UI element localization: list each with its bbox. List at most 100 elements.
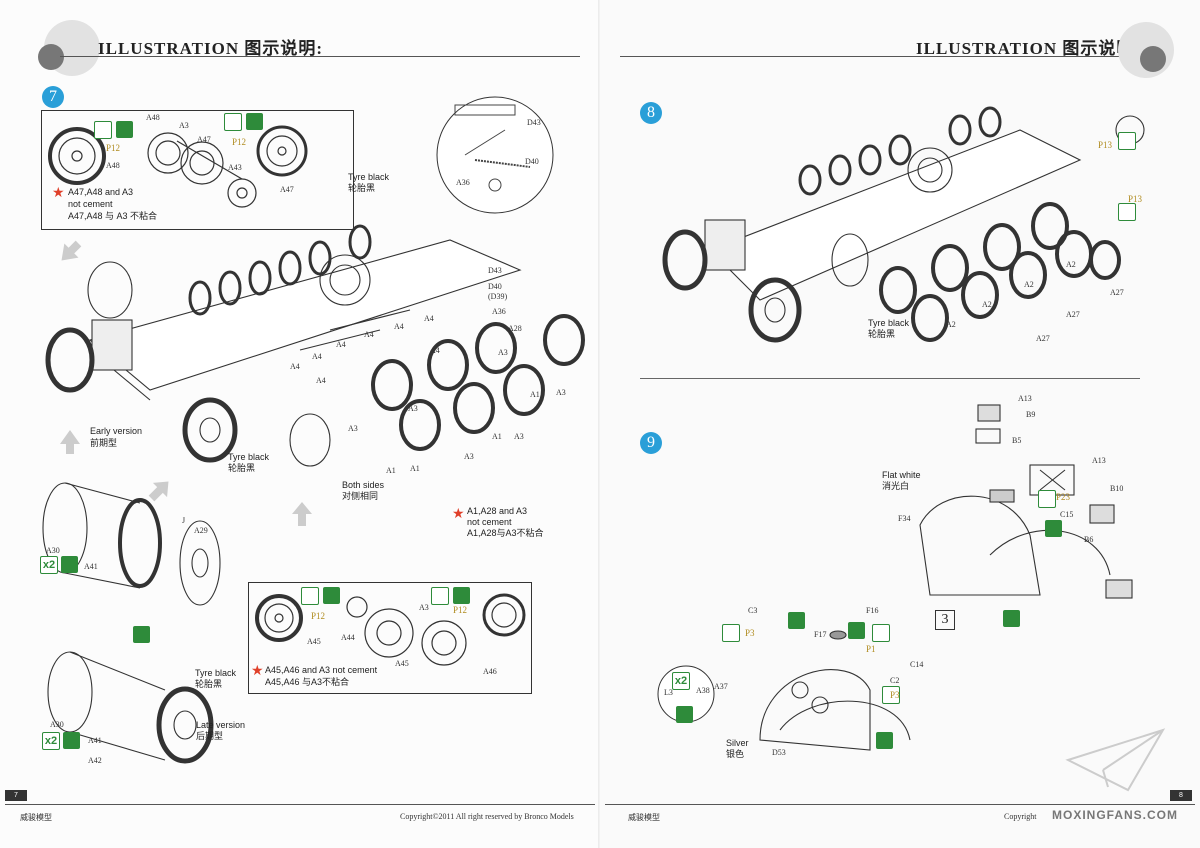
part-label: A36 [492,307,506,316]
part-label: C3 [748,606,758,615]
part-label: C2 [890,676,900,685]
front-wheel-exploded [42,482,221,606]
tyre-black-label: Tyre black [868,318,910,328]
no-cement-note: A1,A28 and A3 [467,506,528,516]
footer-rule [605,804,1195,805]
part-label: A27 [1110,288,1124,297]
idler-assembly-box: P12 P12 A45 A44 A3 A45 A46 ★ A45,A46 and… [248,582,532,694]
part-label: A36 [456,178,470,187]
header-rule [60,56,580,57]
part-label: A41 [84,562,98,571]
paint-code: P3 [745,628,755,638]
part-label: A4 [364,330,374,339]
no-cement-note: A45,A46 and A3 not cement [265,665,378,675]
no-glue-icon [1045,520,1062,537]
part-label: A1 [530,390,540,399]
watermark-text: MOXINGFANS.COM [1052,808,1179,822]
step-8-badge: 8 [640,102,662,124]
right-page: ILLUSTRATION 图示说明: 8 [600,0,1200,848]
tyre-black-label-cn: 轮胎黑 [228,463,256,473]
part-label: C14 [910,660,924,669]
tyre-black-label-cn: 轮胎黑 [868,329,896,339]
page-number: 8 [1170,790,1192,801]
part-label: A37 [714,682,728,691]
silver-label-cn: 银色 [726,749,745,759]
part-label: A46 [483,667,497,676]
sprocket-drawing [48,125,308,208]
part-label: A43 [228,163,242,172]
part-label: A3 [348,424,358,433]
part-label: A48 [106,161,120,170]
part-label: A3 [408,404,418,413]
chassis-drawing [45,224,585,467]
part-label: B10 [1110,484,1124,493]
part-label: J [182,516,186,525]
part-label: (D39) [488,292,508,301]
glue-icon [1038,490,1056,508]
part-label: A13 [1092,456,1106,465]
part-label: D43 [488,266,502,275]
part-label: A3 [419,603,429,612]
arrow-up-icon [292,502,312,526]
x2-quantity-icon: x2 [672,672,690,690]
late-version-label-cn: 后期型 [196,731,224,741]
header-rule [620,56,1150,57]
glue-icon [431,587,449,605]
no-cement-note: not cement [467,517,512,527]
part-label: A44 [341,633,355,642]
part-label: B6 [1084,535,1094,544]
part-label: A3 [498,348,508,357]
footer-rule [5,804,595,805]
copyright-text: Copyright [1004,812,1037,821]
part-label: A4 [336,340,346,349]
part-label: A42 [88,756,102,765]
glue-icon [224,113,242,131]
part-label: A2 [946,320,956,329]
tyre-black-label: Tyre black [195,668,237,678]
part-label: A30 [46,546,60,555]
part-label: B5 [1012,436,1022,445]
page-title-right: ILLUSTRATION 图示说明: [916,39,1142,58]
part-label: A3 [179,121,189,130]
sprocket-assembly-box: P12 P12 A48 A3 A47 A43 A48 A47 ★ A47,A48… [41,110,354,230]
part-label: A48 [146,113,160,122]
paint-code: P23 [1056,492,1071,502]
part-label: A45 [307,637,321,646]
no-glue-icon [116,121,133,138]
no-glue-icon [246,113,263,130]
late-wheel-exploded [47,651,214,764]
paint-code: P1 [866,644,876,654]
no-glue-icon [848,622,865,639]
part-label: A1 [410,464,420,473]
part-label: A2 [982,300,992,309]
part-label: A4 [424,314,434,323]
tyre-black-label: Tyre black [348,172,390,182]
detail-callout [436,96,554,214]
no-glue-icon [1003,610,1020,627]
glue-icon [882,686,900,704]
part-label: A28 [508,324,522,333]
late-version-label: Late version [196,720,246,730]
part-label: A1 [386,466,396,475]
glue-icon [301,587,319,605]
warning-star-icon: ★ [251,662,264,678]
tyre-black-label-cn: 轮胎黑 [348,183,376,193]
warning-star-icon: ★ [52,184,65,200]
part-label: A38 [696,686,710,695]
no-cement-note: not cement [68,199,113,209]
left-page: ILLUSTRATION 图示说明: 7 P12 P12 A48 A3 A47 … [5,20,595,822]
arrow-diag-icon [148,481,169,502]
part-label: D53 [772,748,786,757]
paint-code: P12 [232,137,247,147]
paint-code: P12 [453,605,468,615]
part-label: F17 [814,630,827,639]
part-label: A4 [430,346,440,355]
flat-white-label-cn: 消光白 [882,481,910,491]
step-7-badge: 7 [42,86,64,108]
warning-star-icon: ★ [452,505,465,521]
part-label: C15 [1060,510,1074,519]
early-version-label-cn: 前期型 [90,438,118,448]
chassis-wheels-drawing [662,106,1145,343]
part-label: A47 [280,185,294,194]
no-glue-icon [133,626,150,643]
